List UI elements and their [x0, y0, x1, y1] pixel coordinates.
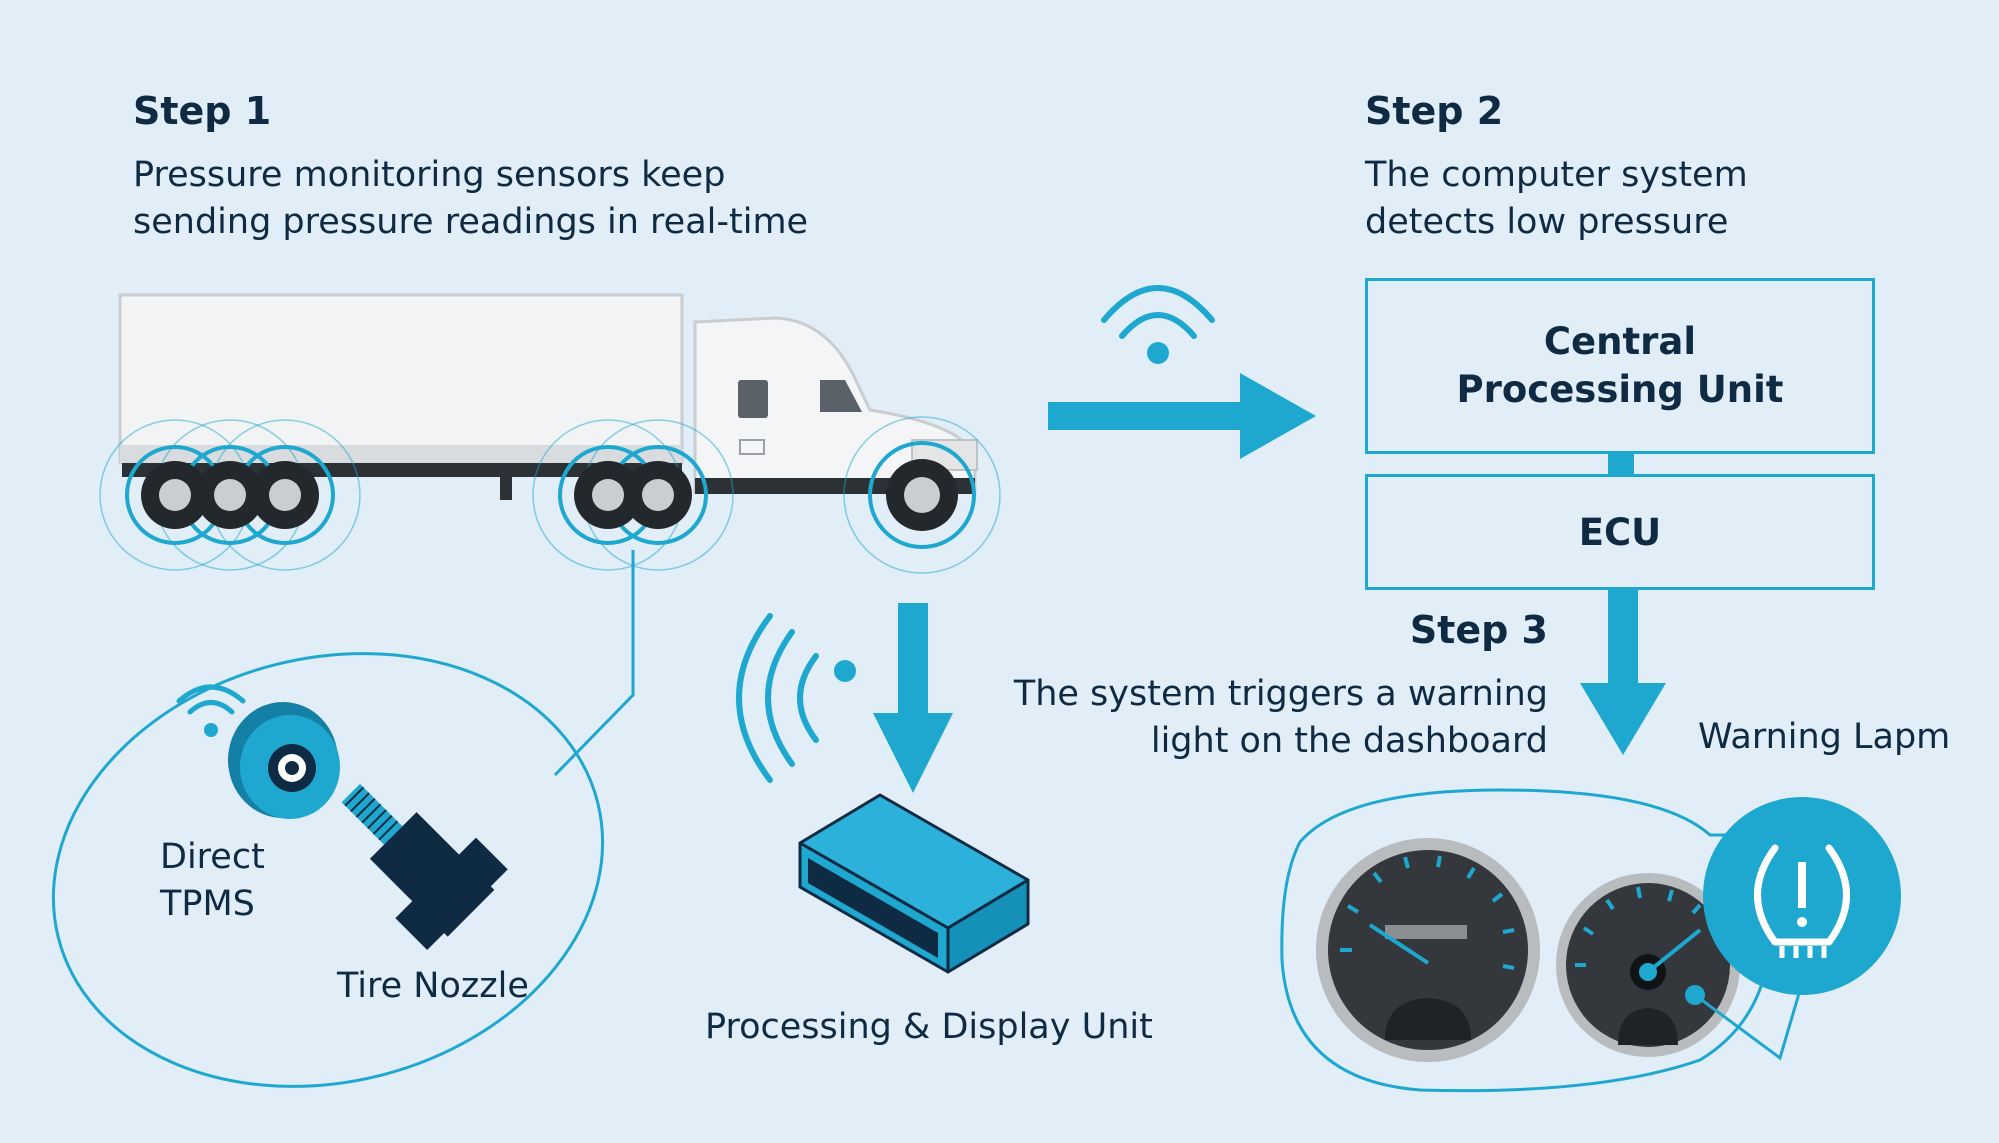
step3-description: The system triggers a warning light on t… [1014, 671, 1548, 765]
processing-unit-graphics [736, 603, 1030, 974]
tpms-detail-ellipse [51, 652, 605, 1088]
step2-line1: The computer system [1365, 155, 1748, 195]
down-arrow-head-1 [873, 713, 953, 793]
step1-description: Pressure monitoring sensors keep sending… [133, 152, 808, 246]
step3-line2: light on the dashboard [1150, 721, 1548, 761]
sensor-wifi-icon [176, 684, 246, 737]
down-arrow-head-2 [1580, 683, 1666, 755]
processing-display-label: Processing & Display Unit [705, 1007, 1153, 1047]
cpu-ecu-connector [1608, 452, 1634, 476]
step3-title: Step 3 [1409, 608, 1548, 652]
step2-description: The computer system detects low pressure [1365, 152, 1748, 246]
step2-title: Step 2 [1365, 89, 1504, 133]
right-arrow-shaft [1048, 402, 1246, 430]
trailer-body [118, 293, 684, 465]
direct-tpms-label: Direct TPMS [160, 834, 265, 928]
tpms-sensor-icon [228, 702, 340, 819]
down-arrow-shaft-2 [1608, 589, 1638, 689]
right-arrow-head [1240, 373, 1316, 459]
processing-display-device [798, 793, 1030, 974]
tire-nozzle-label: Tire Nozzle [337, 966, 529, 1006]
cpu-arrow-graphics [1048, 285, 1316, 459]
step1-title: Step 1 [133, 89, 272, 133]
cpu-box-line1: Central [1543, 320, 1697, 363]
tire-nozzle-icon [341, 783, 508, 951]
direct-label: Direct [160, 837, 265, 877]
ecu-box-label: ECU [1578, 510, 1662, 554]
warning-pointer-line [1694, 989, 1802, 1061]
step2-line2: detects low pressure [1365, 202, 1729, 242]
tpms-label: TPMS [160, 884, 255, 924]
dashboard-outline [1280, 788, 1773, 1093]
tpms-warning-lamp-icon [1703, 797, 1901, 995]
cpu-box: Central Processing Unit [1365, 278, 1875, 454]
cpu-wifi-icon [1101, 285, 1215, 364]
truck-wheels [141, 459, 958, 531]
ecu-box: ECU [1365, 474, 1875, 590]
cpu-box-line2: Processing Unit [1456, 368, 1784, 411]
processing-wifi-icon [736, 613, 856, 783]
step3-line1: The system triggers a warning [1013, 674, 1548, 714]
step1-line1: Pressure monitoring sensors keep [133, 155, 726, 195]
callout-line [553, 550, 635, 777]
speedometer-gauge [1316, 838, 1540, 1062]
warning-lamp-label: Warning Lapm [1698, 717, 1951, 757]
tachometer-gauge [1556, 873, 1740, 1057]
down-arrow-shaft-1 [898, 603, 928, 713]
step1-line2: sending pressure readings in real-time [133, 202, 809, 242]
dashboard-graphics [1280, 788, 1901, 1093]
